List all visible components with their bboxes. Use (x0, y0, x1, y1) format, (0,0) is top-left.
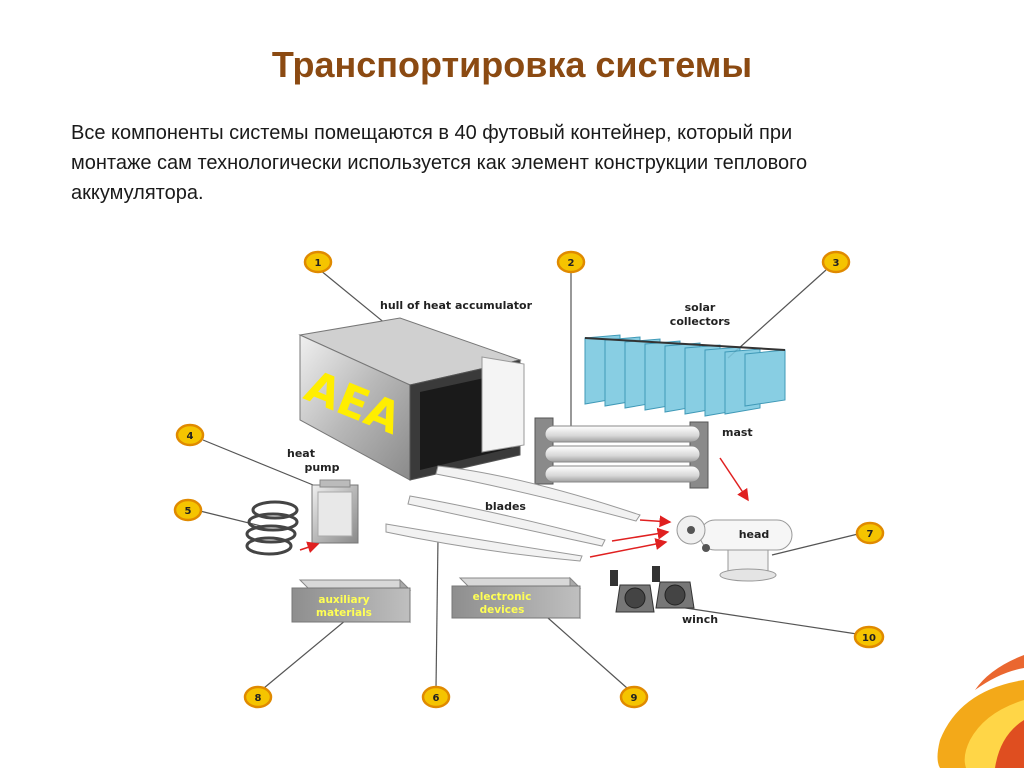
leader-8 (263, 619, 347, 689)
marker-2-number: 2 (568, 258, 575, 269)
body-line-1: Все компоненты системы помещаются в 40 ф… (71, 122, 793, 144)
marker-10-number: 10 (862, 633, 876, 644)
blades-label: blades (485, 500, 526, 513)
leader-7 (771, 533, 859, 556)
marker-5: 5 (173, 498, 203, 522)
electronic-devices-box: electronic devices (451, 576, 582, 620)
leader-9 (547, 617, 628, 689)
solar-collectors (584, 334, 786, 417)
heat-pump-line1: heat (287, 447, 315, 460)
marker-3: 3 (821, 250, 851, 274)
red-arrows (299, 457, 749, 558)
winch (610, 566, 695, 613)
leader-3 (727, 269, 827, 359)
markers: 1 2 3 4 5 6 7 8 (173, 250, 885, 709)
marker-9-number: 9 (631, 693, 638, 704)
arrow-blade1-to-head (639, 515, 672, 528)
mast-label: mast (722, 426, 753, 439)
marker-9: 9 (619, 685, 649, 709)
marker-8-number: 8 (255, 693, 262, 704)
slide-title: Транспортировка системы (271, 44, 753, 85)
head (676, 515, 793, 582)
marker-1: 1 (303, 250, 333, 274)
leader-10 (665, 604, 858, 635)
hull-of-heat-accumulator: AEA (298, 317, 525, 481)
solar-collectors-line2: collectors (670, 315, 731, 328)
auxiliary-materials-box: auxiliary materials (291, 578, 412, 624)
marker-2: 2 (556, 250, 586, 274)
leader-4 (202, 439, 319, 488)
electronic-devices-line1: electronic (473, 591, 532, 603)
arrow-blade2-to-head (611, 527, 670, 542)
marker-3-number: 3 (833, 258, 840, 269)
electronic-devices-line2: devices (480, 604, 525, 616)
marker-4-number: 4 (187, 431, 194, 442)
blades (385, 465, 641, 562)
coil (245, 500, 299, 556)
head-label: head (739, 528, 770, 541)
winch-label: winch (682, 613, 718, 626)
marker-5-number: 5 (185, 506, 192, 517)
marker-1-number: 1 (315, 258, 322, 269)
flame-decoration (937, 655, 1024, 768)
solar-collectors-line1: solar (685, 301, 716, 314)
heat-pump (311, 479, 359, 544)
arrow-mast-to-head (719, 457, 749, 502)
auxiliary-materials-line1: auxiliary (318, 594, 369, 606)
marker-4: 4 (175, 423, 205, 447)
leader-6 (435, 537, 439, 689)
heat-pump-line2: pump (304, 461, 339, 474)
arrow-blade3-to-head (589, 538, 668, 558)
arrow-coil-to-pump (299, 541, 320, 554)
marker-7-number: 7 (867, 529, 874, 540)
marker-10: 10 (853, 625, 885, 649)
mast (534, 417, 709, 489)
leader-lines (199, 269, 859, 689)
leader-5 (199, 510, 266, 528)
hull-label: hull of heat accumulator (380, 299, 533, 312)
marker-8: 8 (243, 685, 273, 709)
auxiliary-materials-line2: materials (316, 607, 372, 619)
body-line-2: монтаже сам технологически используется … (71, 152, 808, 174)
marker-7: 7 (855, 521, 885, 545)
body-line-3: аккумулятора. (71, 182, 204, 204)
slide-body-text: Все компоненты системы помещаются в 40 ф… (71, 118, 951, 208)
marker-6-number: 6 (433, 693, 440, 704)
marker-6: 6 (421, 685, 451, 709)
